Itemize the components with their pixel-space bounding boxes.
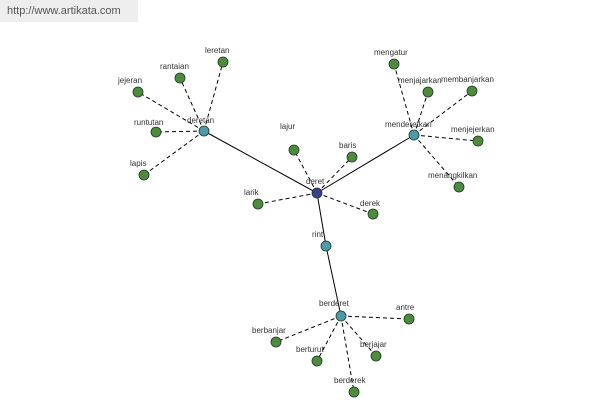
watermark-url: http://www.artikata.com bbox=[0, 0, 138, 22]
label-menjejerkan: menjejerkan bbox=[451, 125, 495, 134]
edge-deret-deretan bbox=[203, 130, 318, 194]
edge-rint-berderet bbox=[325, 245, 342, 317]
node-menderetkan[interactable] bbox=[408, 129, 420, 141]
node-berderet[interactable] bbox=[335, 310, 347, 322]
label-berderet: berderet bbox=[319, 299, 350, 308]
node-berderek[interactable] bbox=[348, 386, 360, 398]
label-berjajar: berjajar bbox=[360, 340, 387, 349]
label-lajur: lajur bbox=[280, 122, 295, 131]
edge-deret-baris bbox=[316, 156, 353, 194]
edge-deret-rint bbox=[316, 192, 327, 247]
edge-deret-derek bbox=[316, 192, 374, 215]
edge-deretan-jejeran bbox=[137, 91, 205, 132]
edge-menderetkan-menjejerkan bbox=[413, 134, 479, 142]
edge-berderet-berderek bbox=[340, 315, 355, 393]
label-menderetkan: menderetkan bbox=[385, 120, 432, 129]
node-menjejerkan[interactable] bbox=[472, 135, 484, 147]
edge-menderetkan-menjajarkan bbox=[413, 91, 429, 136]
label-jejeran: jejeran bbox=[117, 76, 142, 85]
edge-berderet-berbanjar bbox=[275, 315, 342, 343]
node-rantaian[interactable] bbox=[174, 72, 186, 84]
node-larik[interactable] bbox=[252, 198, 264, 210]
label-membanjarkan: membanjarkan bbox=[441, 75, 494, 84]
label-antre: antre bbox=[396, 303, 415, 312]
label-deretan: deretan bbox=[187, 116, 214, 125]
node-menangkilkan[interactable] bbox=[453, 181, 465, 193]
node-deretan[interactable] bbox=[198, 125, 210, 137]
edge-deret-larik bbox=[257, 192, 318, 205]
node-rint[interactable] bbox=[320, 240, 332, 252]
label-deret: deret bbox=[306, 177, 325, 186]
label-leretan: leretan bbox=[205, 46, 229, 55]
node-berbanjar[interactable] bbox=[270, 336, 282, 348]
label-lapis: lapis bbox=[130, 159, 146, 168]
node-lapis[interactable] bbox=[138, 169, 150, 181]
label-berbanjar: berbanjar bbox=[252, 326, 286, 335]
label-menjajarkan: menjajarkan bbox=[398, 76, 442, 85]
node-jejeran[interactable] bbox=[132, 86, 144, 98]
node-leretan[interactable] bbox=[217, 56, 229, 68]
label-berturut: berturut bbox=[296, 345, 324, 354]
node-derek[interactable] bbox=[367, 208, 379, 220]
node-antre[interactable] bbox=[403, 313, 415, 325]
label-runtutan: runtutan bbox=[134, 118, 163, 127]
label-rint: rint bbox=[312, 230, 324, 239]
edge-deretan-lapis bbox=[143, 130, 205, 176]
node-berjajar[interactable] bbox=[370, 350, 382, 362]
edges-layer bbox=[137, 61, 479, 393]
label-larik: larik bbox=[244, 188, 260, 197]
edge-menderetkan-membanjarkan bbox=[413, 90, 473, 136]
label-derek: derek bbox=[360, 199, 381, 208]
label-rantaian: rantaian bbox=[160, 62, 189, 71]
edge-berderet-berjajar bbox=[340, 315, 377, 357]
edge-deret-lajur bbox=[293, 149, 318, 194]
label-berderek: berderek bbox=[334, 376, 367, 385]
node-mengatur[interactable] bbox=[388, 58, 400, 70]
edge-berderet-berturut bbox=[316, 315, 342, 362]
edge-deretan-runtutan bbox=[155, 130, 205, 133]
label-baris: baris bbox=[339, 141, 356, 150]
node-deret[interactable] bbox=[311, 187, 323, 199]
labels-layer: deret deretan menderetkan rint berderet lajur… bbox=[117, 46, 495, 385]
node-lajur[interactable] bbox=[288, 144, 300, 156]
node-membanjarkan[interactable] bbox=[466, 85, 478, 97]
edge-deretan-rantaian bbox=[179, 77, 205, 132]
node-berturut[interactable] bbox=[311, 355, 323, 367]
label-menangkilkan: menangkilkan bbox=[428, 171, 477, 180]
nodes-layer bbox=[132, 56, 484, 398]
node-runtutan[interactable] bbox=[150, 126, 162, 138]
node-menjajarkan[interactable] bbox=[422, 86, 434, 98]
edge-berderet-antre bbox=[340, 315, 410, 320]
edge-deret-menderetkan bbox=[316, 134, 415, 194]
edge-menderetkan-menangkilkan bbox=[413, 134, 460, 188]
label-mengatur: mengatur bbox=[374, 48, 408, 57]
node-baris[interactable] bbox=[346, 151, 358, 163]
edge-deretan-leretan bbox=[203, 61, 224, 132]
edge-menderetkan-mengatur bbox=[393, 63, 415, 136]
